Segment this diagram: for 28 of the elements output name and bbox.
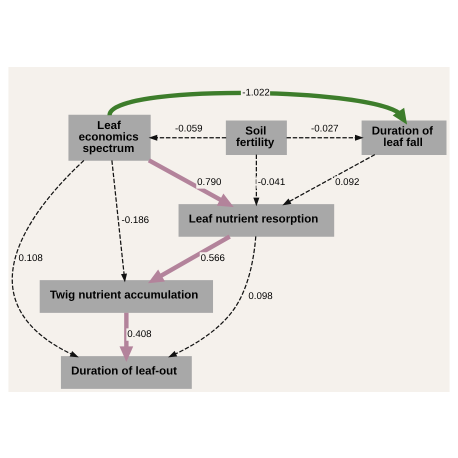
edge-label: 0.098 bbox=[248, 290, 273, 302]
edge-label: -0.041 bbox=[258, 176, 286, 188]
edge-label: 0.108 bbox=[18, 252, 43, 264]
arrow bbox=[111, 160, 128, 282]
edge-label: -0.186 bbox=[122, 214, 150, 226]
arrow bbox=[148, 234, 231, 283]
edge-label: 0.566 bbox=[200, 252, 225, 264]
arrow bbox=[286, 134, 364, 140]
arrow bbox=[253, 154, 260, 206]
arrow bbox=[120, 312, 134, 362]
node-box: Leaf economics spectrum bbox=[68, 114, 151, 160]
edge-label: -0.059 bbox=[175, 122, 203, 134]
edge-label: 0.790 bbox=[197, 176, 222, 188]
arrow bbox=[148, 134, 226, 140]
arrow bbox=[108, 90, 408, 124]
arrow bbox=[148, 158, 234, 207]
edge-label: -0.027 bbox=[310, 122, 339, 134]
node-box: Duration of leaf-out bbox=[60, 356, 192, 388]
edge-label: 0.408 bbox=[127, 328, 152, 340]
arrow bbox=[168, 236, 256, 357]
edge-label: 0.092 bbox=[335, 176, 360, 188]
edge-label: -1.022 bbox=[242, 87, 270, 98]
node-box: Duration of leaf fall bbox=[362, 120, 446, 154]
node-box: Twig nutrient accumulation bbox=[40, 280, 214, 312]
arrow bbox=[12, 160, 84, 357]
arrow bbox=[282, 154, 376, 205]
node-box: Leaf nutrient resorption bbox=[178, 204, 334, 236]
node-box: Soil fertility bbox=[226, 120, 287, 154]
